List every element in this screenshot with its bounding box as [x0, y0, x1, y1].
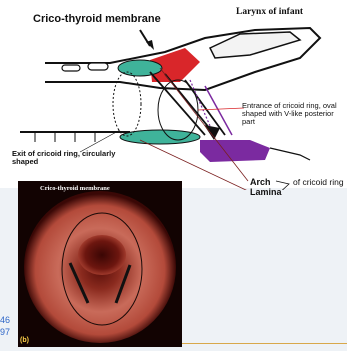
exit-label: Exit of cricoid ring, circularly shaped — [12, 150, 132, 166]
entrance-label: Entrance of cricoid ring, oval shaped wi… — [242, 102, 346, 126]
crico-thyroid-membrane-top — [118, 60, 162, 76]
tracheal-ring-2 — [88, 63, 108, 70]
cricoid-ring-label: of cricoid ring — [293, 178, 347, 187]
exit-ring — [113, 72, 141, 136]
photo-title: Crico-thyroid membrane — [40, 185, 110, 192]
arytenoid-purple — [200, 140, 270, 162]
tracheal-ring-1 — [62, 65, 80, 71]
page-number-97: 97 — [0, 327, 10, 337]
page-number-46: 46 — [0, 315, 10, 325]
endoscopic-image — [18, 181, 182, 347]
lamina-label: Lamina — [250, 188, 282, 197]
larynx-title: Larynx of infant — [236, 8, 303, 18]
crico-thyroid-label: Crico-thyroid membrane — [33, 14, 161, 26]
panel-label-b: (b) — [20, 337, 29, 344]
endoscopic-photo: Crico-thyroid membrane (b) — [18, 181, 182, 347]
posterior-outline — [270, 148, 310, 160]
crico-thyroid-membrane-bottom — [120, 130, 200, 144]
